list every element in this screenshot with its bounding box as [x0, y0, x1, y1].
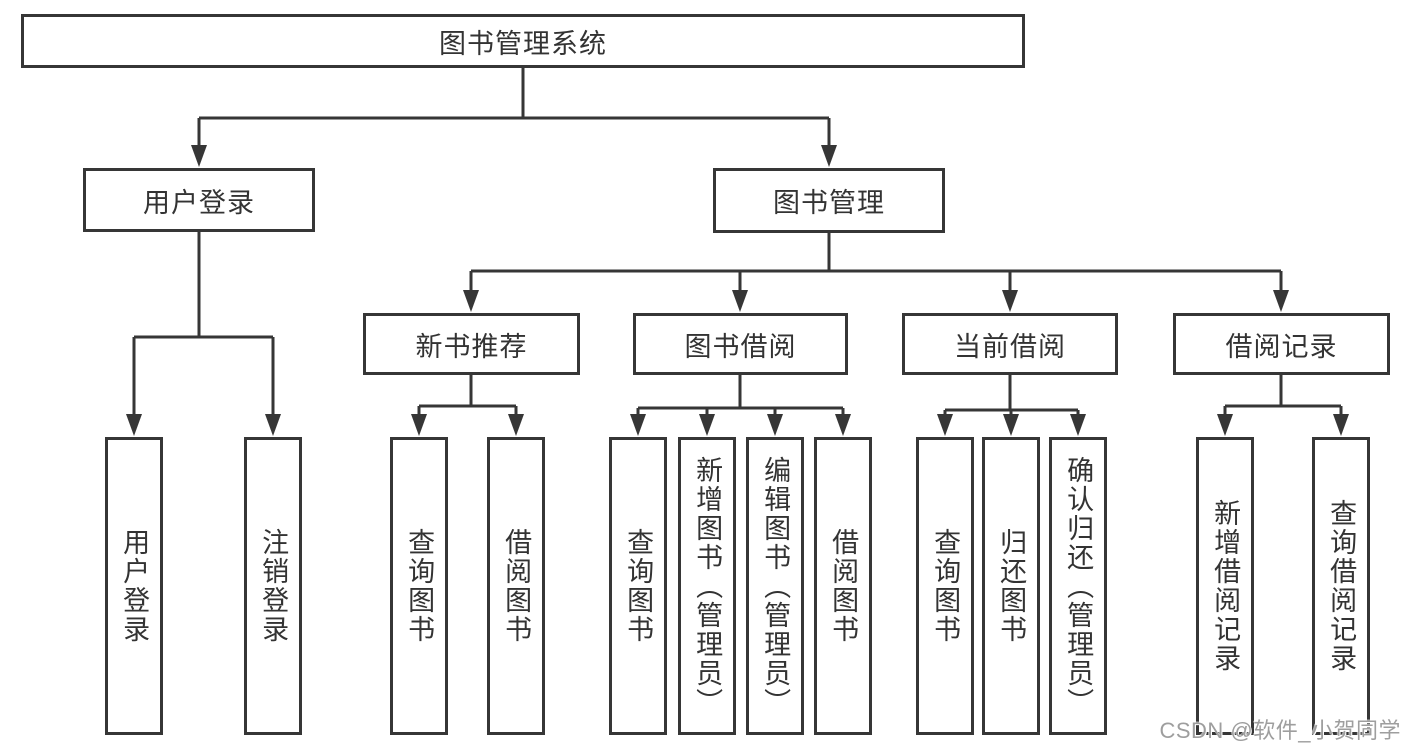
leaf-user-login-label: 用户登录 [119, 528, 150, 644]
leaf-return-book-label: 归还图书 [996, 528, 1027, 644]
node-current-borrow-label: 当前借阅 [954, 331, 1066, 362]
connector-record-to-leaves [1223, 375, 1343, 416]
leaf-confirm-return-admin: 确认归还（管理员） [1049, 437, 1107, 735]
node-book-management-label: 图书管理 [773, 188, 885, 218]
csdn-watermark: CSDN @软件_小贺同学 [1159, 718, 1401, 743]
node-user-login: 用户登录 [83, 168, 315, 232]
node-new-book-recommend: 新书推荐 [363, 313, 580, 375]
root-node-library-system: 图书管理系统 [21, 14, 1025, 68]
connector-root-to-level2 [197, 68, 831, 147]
leaf-add-book-admin: 新增图书（管理员） [678, 437, 736, 735]
connector-mgmt-to-level3 [469, 233, 1283, 292]
leaf-add-borrow-record: 新增借阅记录 [1196, 437, 1254, 735]
leaf-edit-book-admin-label: 编辑图书（管理员） [760, 455, 791, 717]
node-new-book-recommend-label: 新书推荐 [415, 331, 528, 362]
leaf-borrow-book: 借阅图书 [814, 437, 872, 735]
leaf-add-borrow-record-label: 新增借阅记录 [1210, 499, 1241, 673]
leaf-recommend-borrow-book: 借阅图书 [487, 437, 545, 735]
leaf-current-query-book-label: 查询图书 [930, 528, 961, 644]
node-borrow-record-label: 借阅记录 [1225, 331, 1338, 362]
node-book-borrow-label: 图书借阅 [684, 331, 797, 362]
node-book-borrow: 图书借阅 [633, 313, 848, 375]
leaf-recommend-borrow-book-label: 借阅图书 [501, 528, 532, 644]
leaf-query-borrow-record: 查询借阅记录 [1312, 437, 1370, 735]
leaf-user-login: 用户登录 [105, 437, 163, 735]
leaf-recommend-query-book-label: 查询图书 [404, 528, 435, 644]
leaf-add-book-admin-label: 新增图书（管理员） [692, 455, 723, 717]
leaf-borrow-query-book-label: 查询图书 [623, 528, 654, 644]
connector-current-to-leaves [943, 375, 1080, 416]
node-user-login-label: 用户登录 [143, 187, 255, 218]
leaf-recommend-query-book: 查询图书 [390, 437, 448, 735]
leaf-logout-label: 注销登录 [258, 528, 289, 644]
leaf-return-book: 归还图书 [982, 437, 1040, 735]
leaf-query-borrow-record-label: 查询借阅记录 [1326, 499, 1357, 673]
leaf-current-query-book: 查询图书 [916, 437, 974, 735]
connector-recommend-to-leaves [417, 375, 518, 416]
node-current-borrow: 当前借阅 [902, 313, 1118, 375]
node-book-management: 图书管理 [713, 168, 945, 233]
root-node-label: 图书管理系统 [439, 28, 607, 59]
leaf-logout: 注销登录 [244, 437, 302, 735]
leaf-borrow-query-book: 查询图书 [609, 437, 667, 735]
leaf-edit-book-admin: 编辑图书（管理员） [746, 437, 804, 735]
connector-borrow-to-leaves [636, 375, 845, 416]
connector-userlogin-to-leaves [132, 232, 275, 416]
node-borrow-record: 借阅记录 [1173, 313, 1390, 375]
leaf-borrow-book-label: 借阅图书 [828, 528, 859, 644]
leaf-confirm-return-admin-label: 确认归还（管理员） [1063, 455, 1094, 717]
